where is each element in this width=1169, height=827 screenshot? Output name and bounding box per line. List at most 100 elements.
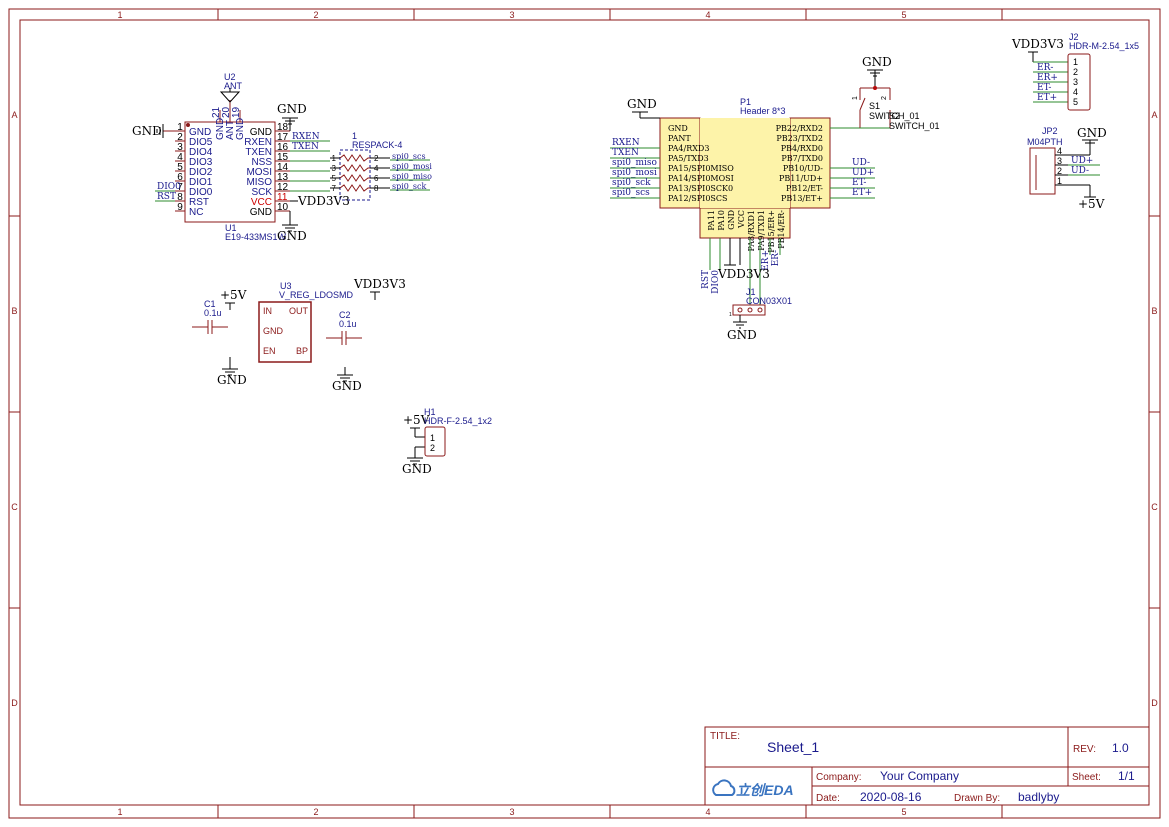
u1-pin-name: DIO1 bbox=[189, 177, 213, 188]
s1-ref: S1 bbox=[869, 101, 880, 111]
u1-pin-num: 3 bbox=[177, 142, 183, 153]
sheet-label: Sheet: bbox=[1072, 772, 1101, 783]
net-label: spi0_scs bbox=[612, 188, 650, 198]
u3-pin: IN bbox=[263, 306, 272, 316]
rev-label: REV: bbox=[1073, 744, 1096, 755]
respack-ref: 1 bbox=[352, 131, 357, 141]
respack-pin: 2 bbox=[374, 154, 379, 163]
c2-value: 0.1u bbox=[339, 319, 357, 329]
net-label: UD+ bbox=[852, 168, 874, 178]
s2-ref: S2 bbox=[889, 111, 900, 121]
s1-switch[interactable]: GND S1 SWITCH_01 S2 SWITCH_01 1 2 bbox=[852, 55, 940, 131]
vdd-symbol: VDD3V3 bbox=[353, 277, 406, 300]
u1-top-pin-name: GND bbox=[215, 118, 226, 140]
s1-pin: 2 bbox=[881, 96, 888, 100]
net-label: ET- bbox=[1037, 83, 1051, 93]
net-label: GND bbox=[627, 97, 657, 111]
u2-antenna: U2 ANT bbox=[219, 72, 243, 103]
p1-pin: PB7/TXD0 bbox=[781, 154, 823, 163]
gnd-symbol: GND bbox=[132, 124, 164, 138]
net-label: GND bbox=[1077, 126, 1107, 140]
p1-pin: PB13/ET+ bbox=[781, 194, 823, 203]
u1-top-pin-num: 19 bbox=[231, 106, 242, 118]
jp2-header[interactable]: JP2 M04PTH 4 3 2 1 GND UD+ UD- +5V bbox=[1027, 126, 1107, 211]
net-label: spi0_miso bbox=[612, 158, 657, 168]
drawn-by-label: Drawn By: bbox=[954, 793, 1000, 804]
j2-header[interactable]: VDD3V3 ER- ER+ ET- ET+ 1 2 3 4 5 J2 HDR-… bbox=[1011, 32, 1139, 111]
respack-nets: spi0_scs spi0_mosi spi0_miso spi0_sck bbox=[390, 152, 432, 191]
p1-pin: GND bbox=[668, 124, 688, 133]
company-value: Your Company bbox=[880, 769, 959, 783]
h1-header[interactable]: +5V GND 1 2 H1 HDR-F-2.54_1x2 bbox=[402, 407, 492, 476]
rev-value: 1.0 bbox=[1112, 741, 1129, 755]
date-label: Date: bbox=[816, 793, 840, 804]
j1-pin: 1 bbox=[729, 312, 732, 318]
p1-pin: PA8/RXD1 bbox=[747, 210, 756, 251]
net-label: GND bbox=[277, 102, 307, 116]
p1-header[interactable]: GND PANT PA4/RXD3 PA5/TXD3 PA15/SPI0MISO… bbox=[659, 97, 831, 253]
j2-pin: 4 bbox=[1073, 87, 1078, 97]
p1-pin: PB14/ER- bbox=[777, 210, 786, 249]
u1-pin-num: 9 bbox=[177, 202, 183, 213]
p1-pin: PA5/TXD3 bbox=[668, 154, 709, 163]
date-value: 2020-08-16 bbox=[860, 790, 922, 804]
net-label: UD+ bbox=[1071, 156, 1093, 166]
p1-pin: PA4/RXD3 bbox=[668, 144, 709, 153]
u1-value: E19-433MS1W bbox=[225, 232, 287, 242]
row-label: D bbox=[1151, 698, 1158, 708]
net-label: +5V bbox=[403, 413, 430, 427]
p1-pin: PB4/RXD0 bbox=[781, 144, 823, 153]
row-label: A bbox=[11, 110, 17, 120]
col-label: 4 bbox=[705, 10, 710, 20]
u1-pin-name: MISO bbox=[246, 177, 272, 188]
u1-pin-name: RXEN bbox=[244, 137, 272, 148]
respack-4[interactable]: 1 3 5 7 2 4 6 8 1 RESPACK-4 bbox=[330, 131, 402, 201]
net-label: spi0_mosi bbox=[392, 162, 432, 171]
frame-row-labels: A B C D A B C D bbox=[11, 110, 1158, 708]
jp2-value: M04PTH bbox=[1027, 137, 1063, 147]
col-label: 5 bbox=[901, 807, 906, 817]
respack-pin: 6 bbox=[374, 174, 379, 183]
u1-right-nets: RXEN TXEN VDD3V3 GND bbox=[277, 132, 350, 243]
respack-pin: 7 bbox=[332, 184, 337, 193]
p1-pin: PA15/SPI0MISO bbox=[668, 164, 734, 173]
c1-capacitor[interactable]: +5V C1 0.1u GND bbox=[192, 288, 247, 387]
p1-left-nets: GND RXEN TXEN spi0_miso spi0_mosi spi0_s… bbox=[610, 97, 660, 199]
j1-value: CON03X01 bbox=[746, 296, 792, 306]
u1-pin-num: 12 bbox=[277, 182, 289, 193]
respack-pin: 3 bbox=[332, 164, 337, 173]
logo-text: 立创EDA bbox=[736, 782, 794, 798]
u3-pin: BP bbox=[296, 346, 308, 356]
p1-value: Header 8*3 bbox=[740, 106, 786, 116]
respack-value: RESPACK-4 bbox=[352, 140, 402, 150]
row-label: B bbox=[1151, 306, 1157, 316]
net-label: ET- bbox=[852, 178, 866, 188]
net-label: VDD3V3 bbox=[717, 267, 770, 281]
p1-pin: PB15/ER+ bbox=[767, 210, 776, 253]
net-label: ET+ bbox=[852, 188, 872, 198]
p1-pin: PA10 bbox=[717, 210, 726, 231]
h1-pin: 2 bbox=[430, 443, 435, 453]
jp2-ref: JP2 bbox=[1042, 126, 1058, 136]
company-label: Company: bbox=[816, 772, 862, 783]
u1-pin-name: DIO3 bbox=[189, 157, 213, 168]
p1-bottom-nets: RST DIO0 ER+ ER- VDD3V3 GND bbox=[701, 238, 781, 305]
u1-top-pin-num: 20 bbox=[221, 106, 232, 118]
u3-regulator[interactable]: IN GND EN OUT BP U3 V_REG_LDOSMD bbox=[258, 281, 354, 363]
j2-pin: 1 bbox=[1073, 57, 1078, 67]
net-label: ER- bbox=[771, 250, 781, 266]
net-label: ET+ bbox=[1037, 93, 1057, 103]
row-label: A bbox=[1151, 110, 1157, 120]
u1-pin-num: 17 bbox=[277, 132, 289, 143]
u1-pin-name: NC bbox=[189, 207, 203, 218]
c2-capacitor[interactable]: C2 0.1u GND bbox=[326, 310, 362, 393]
u1-module[interactable]: GND DIO5 DIO4 DIO3 DIO2 DIO1 DIO0 RST NC… bbox=[163, 100, 290, 242]
u3-pin: GND bbox=[263, 326, 284, 336]
net-label: GND bbox=[132, 124, 162, 138]
u1-pin-num: 18 bbox=[277, 122, 289, 133]
h1-ref: H1 bbox=[424, 407, 436, 417]
j2-pin: 2 bbox=[1073, 67, 1078, 77]
p1-pin: PB23/TXD2 bbox=[776, 134, 823, 143]
j1-connector[interactable]: 1 J1 CON03X01 GND bbox=[727, 287, 792, 342]
